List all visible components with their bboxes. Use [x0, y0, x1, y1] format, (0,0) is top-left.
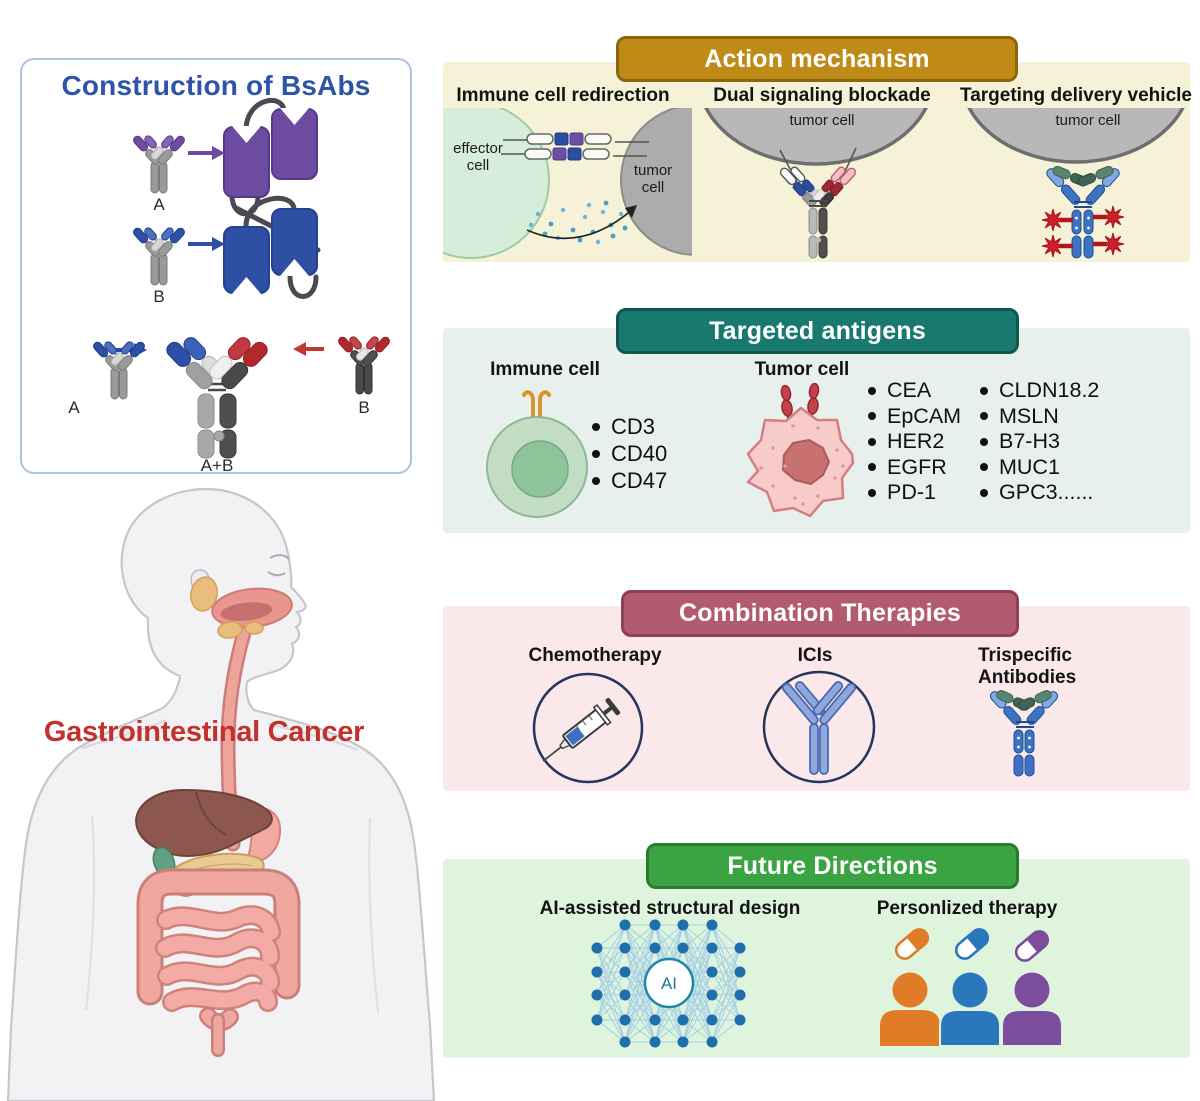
list-item: CD47 [592, 467, 667, 494]
pill-icon-blue [954, 928, 990, 960]
tumor-cell-label-3: tumor cell [1055, 112, 1121, 129]
future-directions-title: Future Directions [727, 851, 938, 880]
chemotherapy-icon [532, 672, 644, 784]
tumor-antigen-list-col1: CEA EpCAM HER2 EGFR PD-1 [868, 378, 961, 506]
drug-conjugate-antibody-icon [1041, 165, 1125, 259]
tumor-cell-label-1: tumor cell [633, 162, 673, 196]
section-dual-blockade-label: Dual signaling blockade [713, 85, 931, 106]
immune-cell-icon [486, 390, 588, 518]
ai-badge: AI [643, 957, 695, 1009]
list-item: MSLN [980, 404, 1099, 430]
tumor-cell-icon [746, 382, 855, 518]
future-directions-illustration: AI [591, 919, 1063, 1048]
combination-illustration [532, 670, 1059, 784]
antibody-a2-icon [93, 341, 145, 400]
section-immune-redirection-label: Immune cell redirection [456, 85, 670, 106]
tumor-antigen-list-col2: CLDN18.2 MSLN B7-H3 MUC1 GPC3...... [980, 378, 1099, 506]
targeted-antigens-title: Targeted antigens [709, 316, 926, 345]
network-nodes [591, 919, 746, 1048]
label-antibody-a: A [153, 195, 165, 214]
antibody-a-icon [133, 135, 185, 194]
icis-antibody-icon [762, 670, 876, 784]
tumor-cell-shape-1 [620, 108, 692, 256]
bite-bridge-icon [501, 132, 649, 161]
person-icon-blue [939, 972, 1001, 1047]
tumor-cell-shape-3 [967, 108, 1185, 164]
future-directions-header: Future Directions [646, 843, 1019, 889]
redirection-arrow [526, 205, 637, 240]
combination-therapies-header: Combination Therapies [621, 590, 1019, 637]
pill-icon-purple [1014, 930, 1050, 962]
arrow-b [188, 237, 225, 251]
cytokine-dots [528, 200, 628, 245]
action-mechanism-title: Action mechanism [704, 44, 930, 73]
human-figure [6, 487, 436, 1101]
construction-panel: Construction of BsAbs [20, 58, 412, 475]
person-icon-orange [880, 972, 940, 1046]
effector-cell-shape [443, 108, 550, 259]
effector-cell-label: effector cell [453, 140, 503, 174]
list-item: PD-1 [868, 480, 961, 506]
gi-tract-illustration [134, 576, 301, 1057]
personalized-therapy-label: Personlized therapy [876, 898, 1058, 919]
trispecific-label: Trispecific Antibodies [978, 645, 1077, 688]
immune-antigen-list: CD3 CD40 CD47 [592, 413, 667, 494]
section-delivery-vehicle-label: Targeting delivery vehicle [960, 85, 1192, 106]
arrow-a [188, 146, 225, 160]
combination-therapies-title: Combination Therapies [678, 599, 961, 627]
dual-blockade-antibody-icon [779, 147, 857, 259]
gi-cancer-label: Gastrointestinal Cancer [43, 716, 365, 748]
trispecific-antibody-icon [989, 690, 1059, 777]
list-item: CLDN18.2 [980, 378, 1099, 404]
label-antibody-b: B [153, 287, 165, 306]
scfv-construct-b [223, 208, 318, 294]
scfv-construct-a [223, 108, 318, 198]
label-antibody-b2: B [358, 398, 370, 417]
immune-cell-label: Immune cell [490, 359, 600, 380]
tumor-cell-shape-2 [704, 108, 928, 166]
list-item: B7-H3 [980, 429, 1099, 455]
list-item: EpCAM [868, 404, 961, 430]
tumor-cell-label: Tumor cell [754, 359, 850, 380]
bispecific-antibody-icon [166, 337, 268, 459]
antigens-illustration [486, 382, 855, 518]
action-mechanism-illustration [443, 108, 1185, 259]
icis-label: ICIs [797, 645, 833, 666]
antibody-b2-icon [338, 336, 390, 395]
person-icon-purple [1001, 972, 1063, 1047]
svg-text:AI: AI [661, 974, 677, 993]
list-item: CD3 [592, 413, 667, 440]
antibody-b-icon [133, 227, 185, 286]
arrow-b2 [293, 342, 324, 356]
chemotherapy-label: Chemotherapy [528, 645, 662, 666]
list-item: GPC3...... [980, 480, 1099, 506]
list-item: CEA [868, 378, 961, 404]
targeted-antigens-header: Targeted antigens [616, 308, 1019, 354]
tumor-cell-label-2: tumor cell [789, 112, 855, 129]
action-mechanism-header: Action mechanism [616, 36, 1018, 82]
list-item: HER2 [868, 429, 961, 455]
label-antibody-a2: A [68, 398, 80, 417]
list-item: EGFR [868, 455, 961, 481]
construction-illustration [93, 97, 390, 459]
ai-design-label: AI-assisted structural design [539, 898, 801, 919]
future-directions-panel [443, 859, 1190, 1058]
list-item: MUC1 [980, 455, 1099, 481]
list-item: CD40 [592, 440, 667, 467]
pill-icon-orange [894, 928, 930, 960]
construction-title: Construction of BsAbs [61, 70, 371, 101]
label-antibody-ab: A+B [200, 456, 234, 475]
